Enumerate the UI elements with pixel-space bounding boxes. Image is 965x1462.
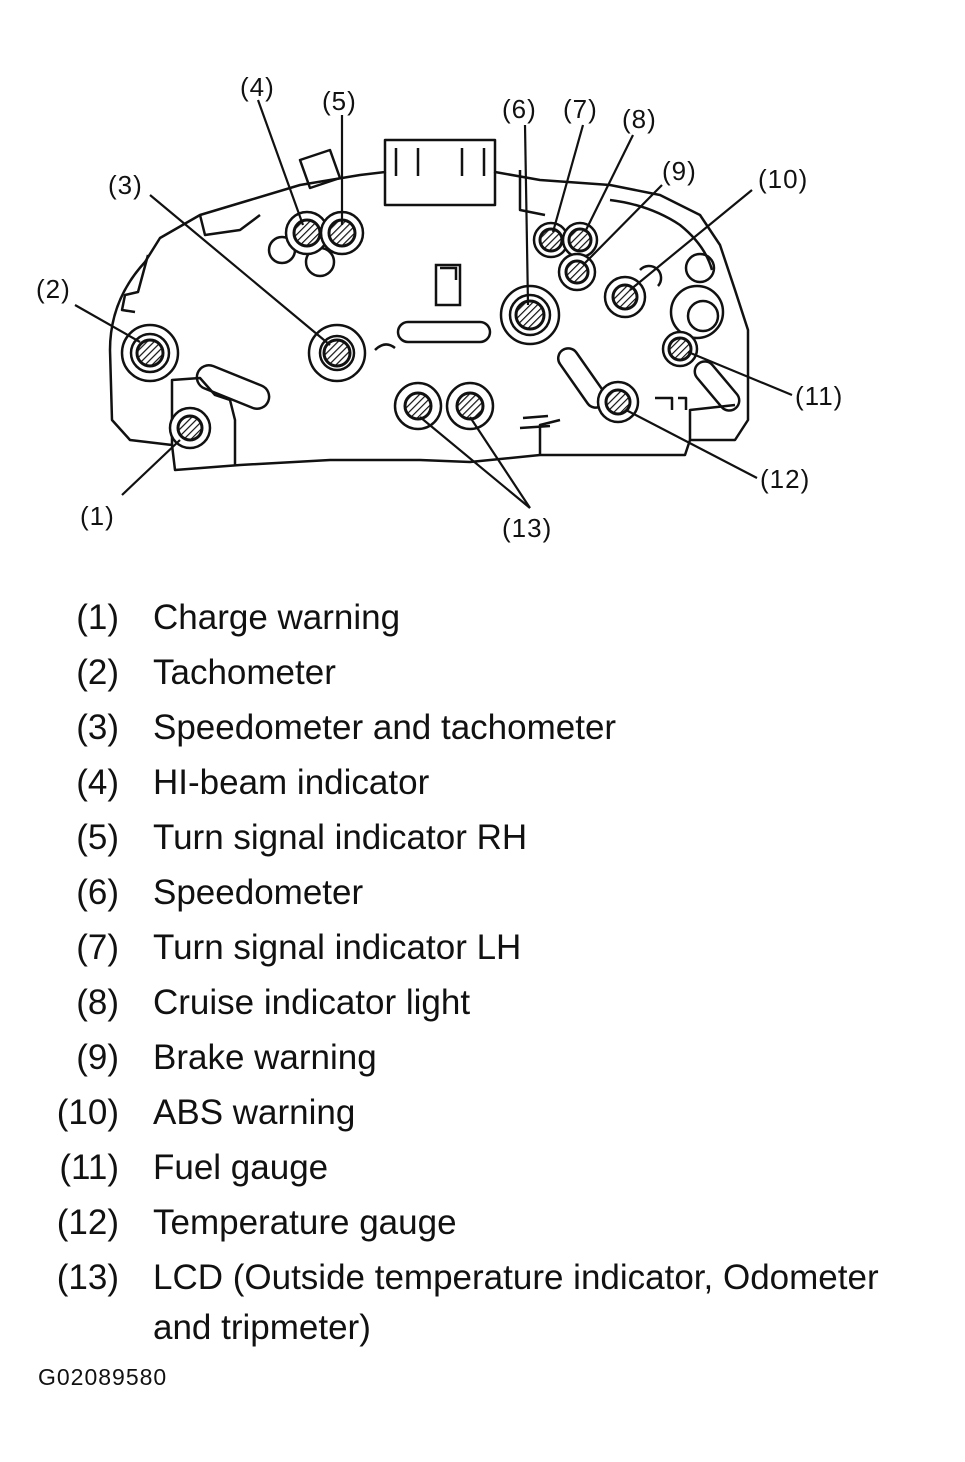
legend-description: HI-beam indicator <box>153 763 430 802</box>
legend-description: Fuel gauge <box>153 1148 329 1187</box>
socket-1 <box>168 406 212 450</box>
callout-9: (9) <box>662 156 697 186</box>
legend: (1) Charge warning (2) Tachometer (3) Speedom… <box>0 593 965 1363</box>
legend-item: (10) ABS warning <box>0 1088 965 1143</box>
legend-description: Cruise indicator light <box>153 983 471 1022</box>
legend-number: (4) <box>76 763 119 802</box>
socket-13b <box>445 381 495 431</box>
socket-13a <box>393 381 443 431</box>
callout-6: (6) <box>502 94 537 124</box>
socket-2 <box>120 323 180 383</box>
figure-code: G02089580 <box>38 1364 168 1390</box>
legend-number: (3) <box>76 708 119 747</box>
leader-lines <box>74 99 793 509</box>
legend-number: (12) <box>56 1203 119 1242</box>
legend-description: Charge warning <box>153 598 401 637</box>
legend-description: Temperature gauge <box>153 1203 457 1242</box>
callout-4: (4) <box>240 72 275 102</box>
legend-item: (12) Temperature gauge <box>0 1198 965 1253</box>
legend-item: (7) Turn signal indicator LH <box>0 923 965 978</box>
legend-description: Speedometer and tachometer <box>153 708 617 747</box>
legend-item: (9) Brake warning <box>0 1033 965 1088</box>
legend-number: (1) <box>76 598 119 637</box>
socket-12 <box>596 380 640 424</box>
callout-3: (3) <box>108 170 143 200</box>
callout-labels: (1) (2) (3) (4) (5) (6) (7) (8) (9) (10)… <box>36 72 843 543</box>
legend-number: (2) <box>76 653 119 692</box>
socket-7 <box>532 221 570 259</box>
bulb-sockets <box>120 210 699 450</box>
legend-item: (4) HI-beam indicator <box>0 758 965 813</box>
legend-item: (3) Speedometer and tachometer <box>0 703 965 758</box>
legend-number: (7) <box>76 928 119 967</box>
legend-description: Turn signal indicator RH <box>153 818 528 857</box>
legend-number: (6) <box>76 873 119 912</box>
legend-item: (8) Cruise indicator light <box>0 978 965 1033</box>
callout-13: (13) <box>502 513 552 543</box>
socket-6 <box>499 284 561 346</box>
callout-10: (10) <box>758 164 808 194</box>
legend-item: (11) Fuel gauge <box>0 1143 965 1198</box>
callout-5: (5) <box>322 86 357 116</box>
legend-number: (13) <box>56 1258 119 1297</box>
legend-number: (10) <box>56 1093 119 1132</box>
callout-2: (2) <box>36 274 71 304</box>
legend-number: (5) <box>76 818 119 857</box>
legend-number: (9) <box>76 1038 119 1077</box>
legend-description: ABS warning <box>153 1093 356 1132</box>
legend-number: (11) <box>59 1148 119 1187</box>
socket-11 <box>661 330 699 368</box>
callout-12: (12) <box>760 464 810 494</box>
legend-item: (1) Charge warning <box>0 593 965 648</box>
legend-description: Tachometer <box>153 653 336 692</box>
combination-meter-diagram: (1) (2) (3) (4) (5) (6) (7) (8) (9) (10)… <box>36 72 843 543</box>
legend-description: Turn signal indicator LH <box>153 928 522 967</box>
legend-description: Brake warning <box>153 1038 377 1077</box>
socket-8 <box>561 221 599 259</box>
legend-item: (2) Tachometer <box>0 648 965 703</box>
callout-8: (8) <box>622 104 657 134</box>
legend-description: Speedometer <box>153 873 364 912</box>
legend-description: LCD (Outside temperature indicator, Odom… <box>153 1258 879 1347</box>
legend-item: (6) Speedometer <box>0 868 965 923</box>
legend-item: (5) Turn signal indicator RH <box>0 813 965 868</box>
callout-1: (1) <box>80 501 115 531</box>
legend-item: (13) LCD (Outside temperature indicator, … <box>0 1253 965 1363</box>
callout-11: (11) <box>795 381 843 411</box>
socket-4 <box>284 210 330 256</box>
meter-housing <box>108 138 750 472</box>
legend-number: (8) <box>76 983 119 1022</box>
callout-7: (7) <box>563 94 598 124</box>
